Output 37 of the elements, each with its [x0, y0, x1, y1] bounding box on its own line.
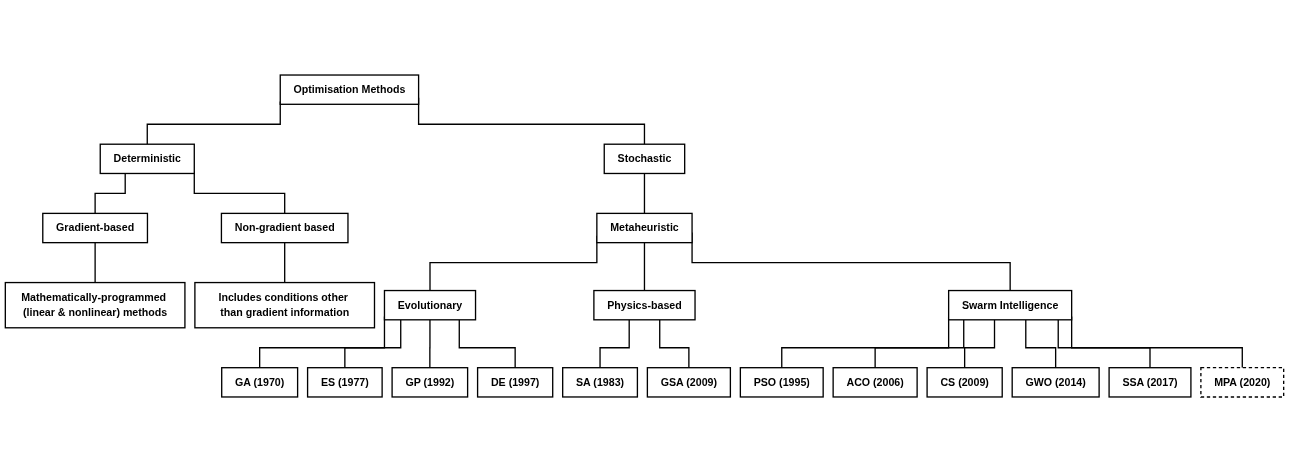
node-box: SSA (2017) — [1108, 367, 1192, 398]
connector — [643, 242, 646, 292]
node-box: Swarm Intelligence — [947, 289, 1073, 321]
connector — [599, 319, 630, 369]
connector — [94, 172, 126, 215]
node-box: SA (1983) — [562, 367, 639, 398]
connector — [1025, 319, 1057, 369]
node-box: MPA (2020) — [1200, 367, 1285, 398]
connector — [964, 319, 996, 369]
node-box: GA (1970) — [221, 367, 299, 398]
connector — [284, 242, 286, 284]
node-box: Physics-based — [593, 289, 696, 321]
connector — [94, 242, 96, 284]
node-box: Optimisation Methods — [279, 74, 420, 105]
connector — [458, 319, 516, 369]
node-box: PSO (1995) — [739, 367, 824, 398]
node-box: ACO (2006) — [832, 367, 918, 398]
connector — [874, 319, 965, 369]
node-box: GWO (2014) — [1011, 367, 1100, 398]
connector — [1057, 319, 1151, 369]
node-box: Metaheuristic — [596, 212, 693, 244]
node-box: GP (1992) — [391, 367, 469, 398]
connector — [643, 172, 646, 215]
node-box: ES (1977) — [306, 367, 383, 398]
node-box: DE (1997) — [476, 367, 554, 398]
node-box: Gradient-based — [42, 212, 149, 244]
node-box: GSA (2009) — [646, 367, 732, 398]
node-box: Evolutionary — [383, 289, 477, 321]
node-box: CS (2009) — [926, 367, 1003, 398]
connector — [429, 319, 431, 369]
connector — [344, 319, 402, 369]
connector — [659, 319, 690, 369]
node-box: Non-gradient based — [220, 212, 349, 244]
node-box: Deterministic — [99, 143, 195, 175]
node-box: Includes conditions other than gradient information — [194, 281, 376, 329]
node-box: Stochastic — [603, 143, 686, 175]
node-box: Mathematically-programmed (linear & nonlinear) methods — [4, 281, 186, 329]
